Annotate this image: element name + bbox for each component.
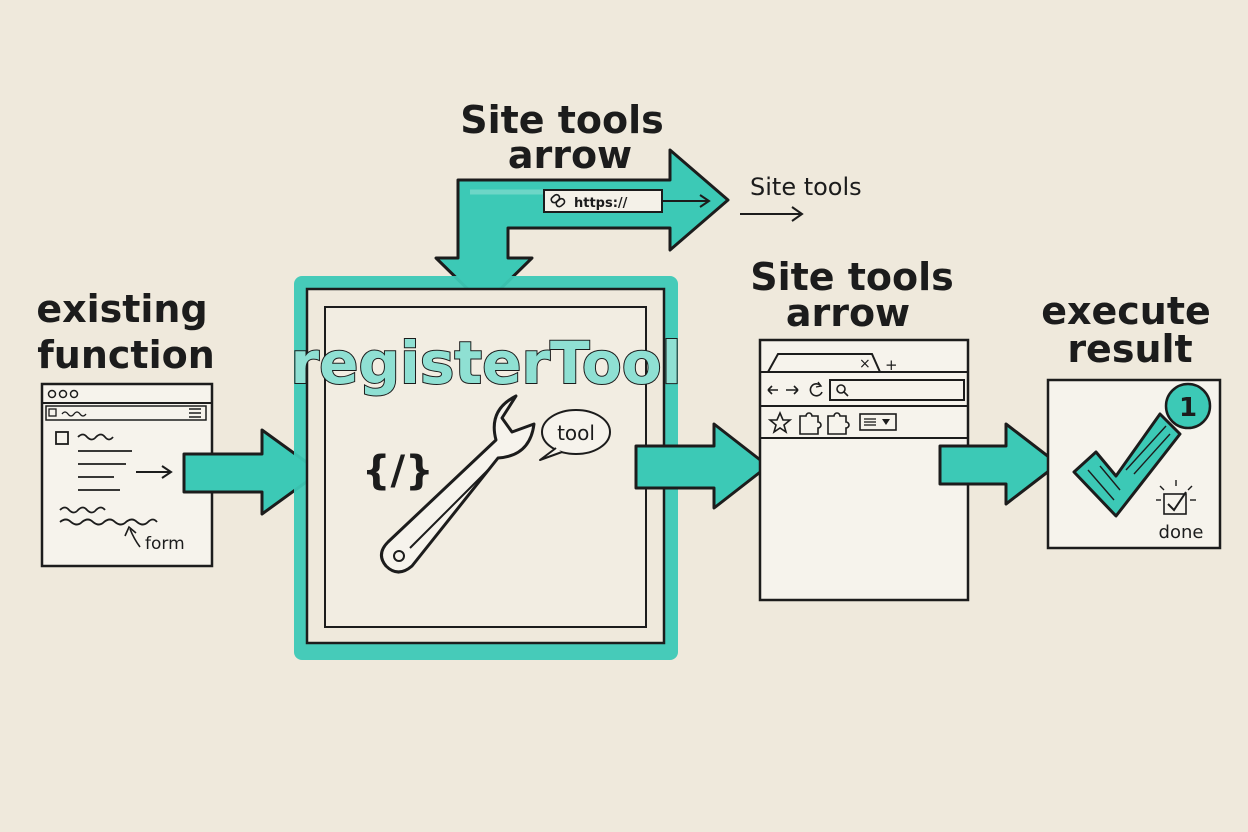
mid-title-line2: arrow bbox=[786, 291, 910, 335]
code-glyph: {/} bbox=[362, 448, 434, 494]
back-arrow-icon bbox=[767, 385, 778, 395]
browser-tab-close: × bbox=[859, 356, 871, 372]
done-label: done bbox=[1159, 522, 1204, 543]
top-title-line1: Site tools bbox=[460, 98, 664, 142]
register-tool-title: registerTool bbox=[291, 329, 682, 397]
browser-address-bar bbox=[829, 379, 965, 401]
form-note: form bbox=[145, 534, 185, 554]
checkmark-icon bbox=[1072, 412, 1182, 518]
browser-tab-plus: + bbox=[885, 356, 898, 374]
flow-arrow-2 bbox=[634, 422, 770, 510]
menu-icon bbox=[859, 413, 897, 431]
url-text: https:// bbox=[574, 196, 628, 211]
mid-title-line1: Site tools bbox=[750, 255, 954, 299]
link-icon bbox=[550, 193, 566, 208]
browser-window: × + bbox=[758, 338, 970, 602]
site-tools-note-arrow bbox=[740, 206, 804, 222]
forward-arrow-icon bbox=[786, 385, 799, 395]
flow-arrow-1 bbox=[182, 428, 322, 516]
star-icon bbox=[767, 410, 793, 434]
done-check-icon bbox=[1156, 480, 1196, 515]
execute-result-card: 1 done bbox=[1046, 378, 1222, 550]
existing-title-line1: existing bbox=[36, 287, 207, 331]
register-tool-box: registerTool {/} tool bbox=[290, 276, 682, 660]
tool-speech-bubble: tool bbox=[539, 409, 611, 461]
puzzle-icon bbox=[799, 412, 850, 435]
flow-arrow-3 bbox=[938, 422, 1060, 506]
badge: 1 bbox=[1164, 382, 1212, 430]
tool-bubble-text: tool bbox=[557, 421, 595, 445]
wrench-icon bbox=[380, 394, 536, 574]
menu-icon bbox=[189, 408, 201, 418]
execute-title-line2: result bbox=[1067, 327, 1192, 371]
existing-title-line2: function bbox=[37, 333, 215, 377]
site-tools-note: Site tools bbox=[750, 173, 862, 201]
search-icon bbox=[836, 384, 849, 397]
execute-title-line1: execute bbox=[1041, 289, 1211, 333]
top-title-line2: arrow bbox=[508, 133, 632, 177]
site-tools-top-arrow: https:// bbox=[434, 148, 730, 307]
reload-icon bbox=[809, 381, 823, 397]
badge-number: 1 bbox=[1179, 393, 1197, 423]
